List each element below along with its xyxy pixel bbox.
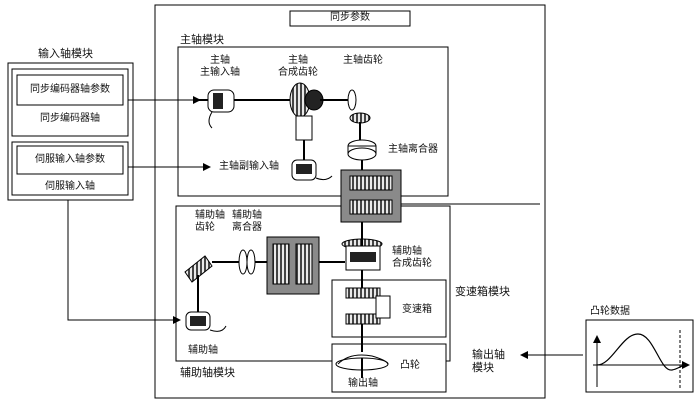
aux-composite-gear-label-1: 辅助轴	[392, 246, 422, 257]
aux-composite-gear-label-2: 合成齿轮	[392, 258, 432, 269]
main-gear-label: 主轴齿轮	[343, 55, 383, 66]
main-gear-block-icon	[340, 169, 402, 223]
aux-clutch-label-1: 辅助轴	[232, 210, 262, 221]
input-module-title: 输入轴模块	[38, 47, 93, 60]
gearbox-label: 变速箱	[402, 304, 432, 315]
main-gear-icon	[320, 89, 371, 150]
servo-param-box	[16, 145, 124, 175]
sync-param-title-box	[289, 10, 411, 27]
servo-axis-label: 伺服输入轴	[45, 181, 95, 192]
encoder-axis-label: 同步编码器轴	[40, 113, 100, 124]
main-clutch-label: 主轴离合器	[388, 144, 438, 155]
main-input-axis-label-1: 主轴	[210, 55, 230, 66]
cam-data-box	[585, 319, 694, 393]
composite-gear-label-2: 合成齿轮	[278, 67, 318, 78]
aux-gear-label-1: 辅助轴	[195, 210, 225, 221]
cam-profile-chart	[593, 330, 690, 388]
cam-icon	[335, 354, 389, 378]
aux-gear-label-2: 齿轮	[195, 222, 215, 233]
sub-input-shaft-icon	[291, 159, 333, 181]
cam-data-title: 凸轮数据	[590, 306, 630, 317]
output-module-title-1: 输出轴	[472, 348, 505, 361]
cam-label: 凸轮	[400, 360, 420, 371]
aux-module-box	[175, 205, 451, 362]
main-clutch-icon	[347, 139, 377, 172]
aux-module-title: 辅助轴模块	[180, 366, 235, 379]
aux-clutch-icon	[238, 249, 256, 275]
main-input-axis-label-2: 主输入轴	[200, 67, 240, 78]
main-module-box	[177, 46, 449, 197]
servo-param-label: 伺服输入轴参数	[35, 154, 105, 165]
output-module-title-2: 模块	[472, 361, 494, 374]
aux-axis-label: 辅助轴	[188, 345, 218, 356]
sync-param-title: 同步参数	[330, 12, 370, 23]
main-composite-gear-icon	[289, 82, 324, 160]
composite-gear-label-1: 主轴	[288, 55, 308, 66]
encoder-param-box	[16, 74, 124, 106]
sub-input-axis-label: 主轴副输入轴	[219, 161, 279, 172]
main-module-title: 主轴模块	[180, 33, 224, 46]
aux-composite-gear-icon	[319, 222, 383, 271]
aux-shaft-icon	[185, 311, 227, 332]
encoder-param-label: 同步编码器轴参数	[30, 84, 110, 95]
aux-gear-block-icon	[266, 236, 320, 295]
aux-clutch-label-2: 离合器	[232, 222, 262, 233]
gearbox-icon	[345, 270, 391, 352]
main-input-shaft-icon	[198, 89, 290, 129]
gearbox-module-title: 变速箱模块	[455, 285, 510, 298]
output-axis-label: 输出轴	[348, 378, 378, 389]
input-to-aux-arrow	[67, 200, 181, 324]
